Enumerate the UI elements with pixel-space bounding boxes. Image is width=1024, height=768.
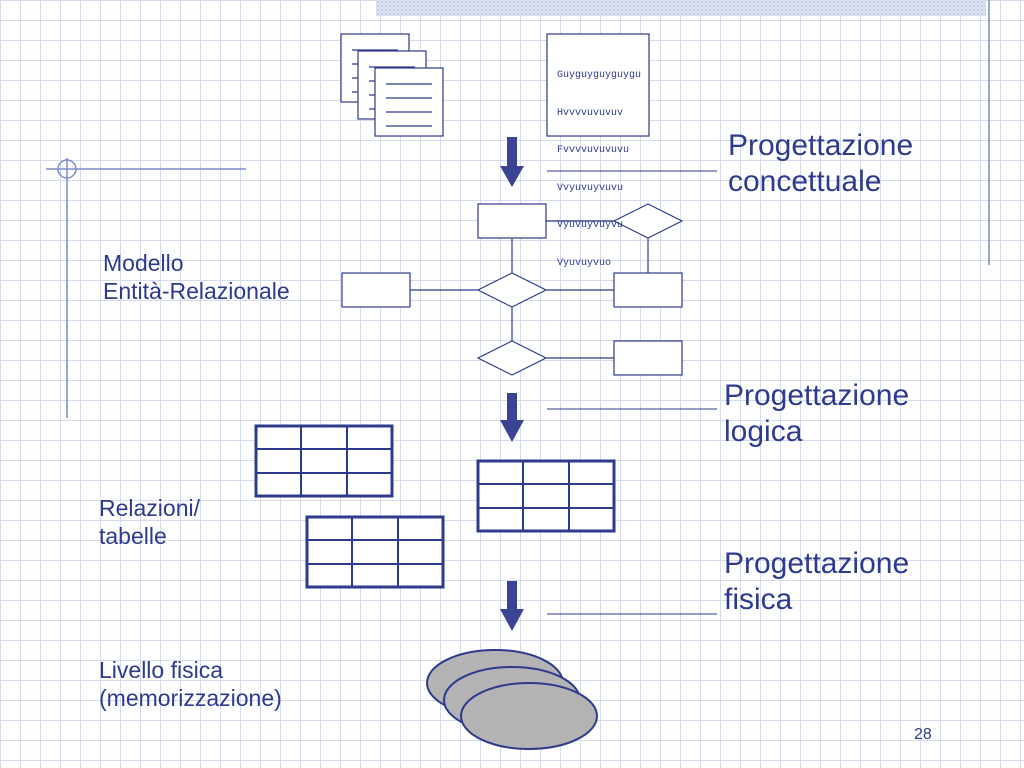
- requirements-text: Guyguyguyguygu Hvvvvuvuvuv Fvvvvuvuvuvu …: [557, 70, 642, 269]
- title-bar-decoration: [376, 0, 986, 16]
- relation-table: [476, 459, 616, 533]
- level-label-physical: Livello fisica (memorizzazione): [99, 657, 282, 711]
- down-arrow-icon: [500, 581, 524, 631]
- er-entity: [341, 272, 411, 308]
- stage-label-conceptual: Progettazione concettuale: [728, 129, 914, 198]
- relation-table: [254, 424, 394, 498]
- level-label-relations: Relazioni/ tabelle: [99, 495, 200, 549]
- documents-icon: [340, 33, 444, 137]
- requirements-document: [546, 33, 650, 137]
- relation-table: [305, 515, 445, 589]
- storage-disks-icon: [426, 649, 598, 750]
- stage-leader-lines: [547, 170, 717, 615]
- er-entity: [613, 272, 683, 308]
- er-relationship: [476, 340, 548, 376]
- slide-decoration: [46, 0, 990, 418]
- level-label-er-model: Modello Entità-Relazionale: [103, 250, 290, 304]
- stage-label-physical: Progettazione fisica: [724, 547, 910, 616]
- er-diagram: [341, 203, 684, 376]
- down-arrow-icon: [500, 137, 524, 187]
- er-relationship: [612, 203, 684, 239]
- er-relationship: [476, 272, 548, 308]
- er-entity: [477, 203, 547, 239]
- down-arrow-icon: [500, 393, 524, 442]
- stage-label-logical: Progettazione logica: [724, 379, 910, 448]
- er-entity: [613, 340, 683, 376]
- page-number: 28: [914, 726, 932, 743]
